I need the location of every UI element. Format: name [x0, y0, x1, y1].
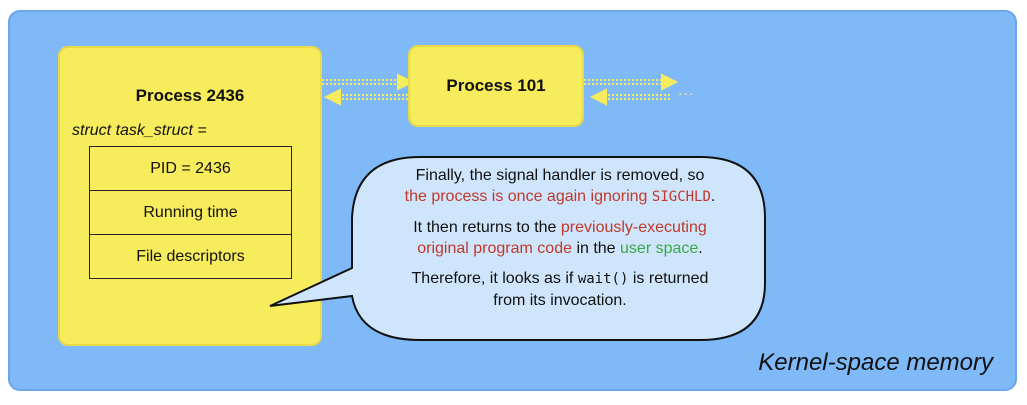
process-101-title: Process 101 [446, 76, 546, 95]
bubble-paragraph-3: Therefore, it looks as if wait() is retu… [360, 268, 760, 311]
bubble-p2-user-space: user space [620, 240, 699, 257]
task-struct-label: struct task_struct = [72, 122, 207, 139]
bubble-p1-text: Finally, the signal handler is removed, … [415, 167, 705, 184]
process-2436-title: Process 2436 [135, 86, 245, 105]
speech-bubble-text: Finally, the signal handler is removed, … [360, 165, 760, 320]
next-process-ellipsis: ... [678, 82, 695, 99]
bubble-p2-highlight-1: previously-executing [560, 219, 707, 236]
task-struct-table: PID = 2436 Running time File descriptors [89, 146, 292, 279]
bubble-p3-text-2: is returned [632, 270, 709, 287]
field-pid: PID = 2436 [90, 147, 291, 191]
link-arrow-back [323, 88, 408, 106]
field-file-descriptors: File descriptors [136, 247, 245, 265]
bubble-p3-text: Therefore, it looks as if [411, 270, 574, 287]
process-2436-box: Process 2436 struct task_struct = PID = … [58, 46, 322, 346]
link-arrow-forward [322, 73, 415, 91]
bubble-p2-highlight-2: original program code [417, 240, 572, 257]
link-arrow-back-next [589, 88, 672, 106]
bubble-p1-highlight: the process is once again ignoring [404, 188, 648, 205]
kernel-space-label: Kernel-space memory [758, 349, 993, 376]
process-101-box: Process 101 [408, 45, 584, 127]
bubble-p3-code: wait() [577, 271, 629, 287]
bubble-p2-period: . [698, 240, 703, 257]
bubble-p3-text-3: from its invocation. [493, 292, 627, 309]
link-arrow-forward-next [584, 73, 679, 91]
bubble-p2-text-2: in the [576, 240, 616, 257]
bubble-p2-text: It then returns to the [413, 219, 557, 236]
bubble-paragraph-1: Finally, the signal handler is removed, … [360, 165, 760, 208]
bubble-paragraph-2: It then returns to the previously-execut… [360, 217, 760, 259]
bubble-p1-code: SIGCHLD [651, 189, 711, 205]
bubble-p1-period: . [710, 188, 716, 205]
speech-bubble-shape [269, 156, 766, 341]
field-running-time: Running time [90, 191, 291, 235]
